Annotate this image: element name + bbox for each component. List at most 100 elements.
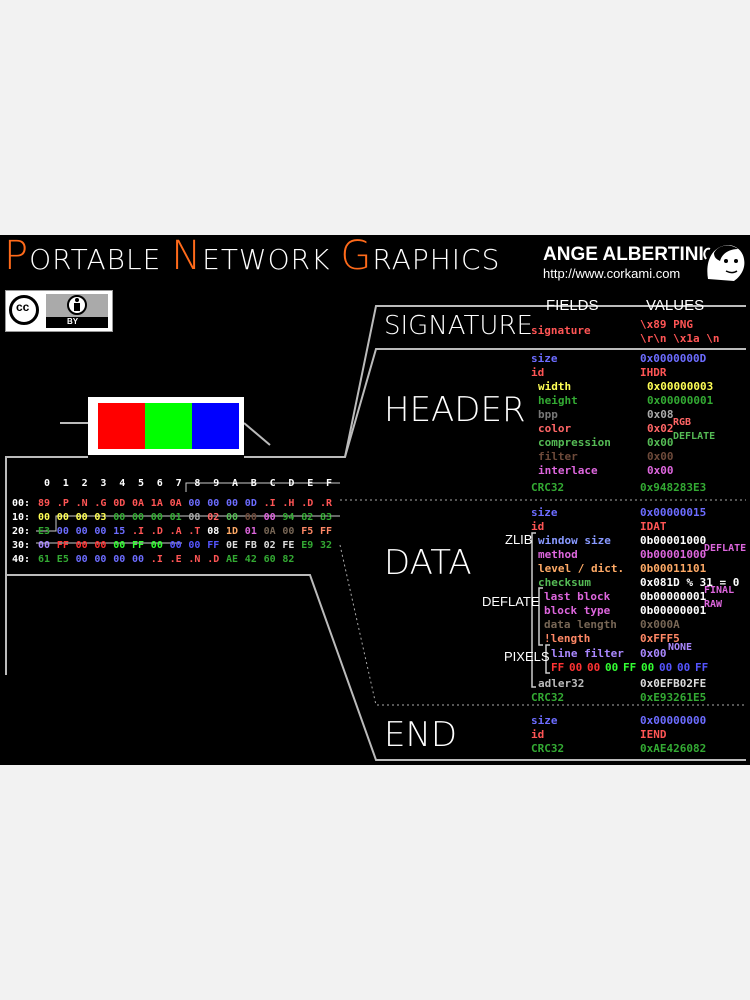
hexdump-column-header: 0	[44, 478, 51, 489]
author-url[interactable]: http://www.corkami.com	[543, 266, 681, 281]
field-label: adler32	[538, 677, 585, 690]
section-end: END	[384, 715, 458, 755]
field-value: 0b00000001	[640, 604, 707, 617]
field-value: 0x02	[647, 422, 674, 435]
hexdump-byte: .D	[207, 554, 220, 565]
hexdump-byte: 00	[38, 512, 51, 523]
group-deflate: DEFLATE	[482, 594, 540, 609]
hexdump-byte: 00	[38, 540, 51, 551]
hexdump-byte: .N	[75, 498, 88, 509]
cc-by-bar	[46, 317, 108, 328]
poster-title: PORTABLE NETWORK GRAPHICS	[4, 235, 500, 279]
hexdump-byte: 00	[188, 540, 201, 551]
hexdump-byte: 01	[169, 512, 182, 523]
cc-by-license-badge[interactable]: cc BY	[5, 290, 113, 332]
field-label: id	[531, 366, 545, 379]
field-label: interlace	[538, 464, 598, 477]
field-value: IHDR	[640, 366, 667, 379]
hexdump-byte: 00	[113, 512, 126, 523]
field-value: 0b00001000	[640, 534, 707, 547]
hexdump-byte: 00	[75, 554, 88, 565]
pixel-byte: FF	[551, 661, 565, 674]
title-word-portable: ORTABLE	[29, 243, 172, 276]
hexdump-column-header: 2	[81, 478, 88, 489]
pixel-byte: 00	[569, 661, 583, 674]
hexdump-byte: .D	[301, 498, 314, 509]
field-value: \x89 PNG	[640, 318, 693, 331]
field-value: 0x00000000	[640, 714, 707, 727]
field-label: checksum	[538, 576, 591, 589]
hexdump-byte: 00	[56, 512, 69, 523]
field-value: 0x08	[647, 408, 674, 421]
hexdump-byte: 00	[113, 554, 126, 565]
hexdump-byte: .R	[320, 498, 333, 509]
field-label: width	[538, 380, 572, 393]
attribution-body	[74, 303, 80, 311]
hexdump-column-header: 3	[100, 478, 107, 489]
field-value: \r\n \x1a \n	[640, 332, 720, 345]
pixel-byte: 00	[677, 661, 691, 674]
hexdump-byte: 08	[207, 526, 220, 537]
hexdump-byte: 32	[320, 540, 333, 551]
title-initial-n: N	[171, 235, 203, 279]
hexdump-byte: 60	[263, 554, 276, 565]
hexdump-column-header: F	[326, 478, 333, 489]
hexdump-byte: 00	[226, 512, 239, 523]
connector-lines	[5, 305, 746, 761]
hexdump-byte: .G	[94, 498, 107, 509]
hexdump-column-header: 6	[156, 478, 163, 489]
section-signature: SIGNATURE	[384, 311, 533, 341]
hexdump-column-header: 1	[62, 478, 69, 489]
hexdump-byte: 00	[113, 540, 126, 551]
pixel-byte: FF	[695, 661, 709, 674]
field-value: 0xAE426082	[640, 742, 707, 755]
hexdump-column-header: 7	[175, 478, 182, 489]
value-note: RGB	[673, 417, 692, 428]
field-value: 0x0EFB02FE	[640, 677, 707, 690]
field-label: size	[531, 506, 558, 519]
hexdump-byte: 00	[263, 512, 276, 523]
hexdump-byte: 0D	[113, 498, 126, 509]
hexdump-byte: 00	[56, 526, 69, 537]
hexdump-byte: .E	[169, 554, 182, 565]
hexdump-byte: .I	[263, 498, 276, 509]
field-value: 0x000A	[640, 618, 680, 631]
cc-by-label: BY	[67, 317, 79, 326]
hexdump-byte: FB	[244, 540, 257, 551]
field-label: color	[538, 422, 572, 435]
field-label: window size	[538, 534, 611, 547]
hexdump-byte: 00	[244, 512, 257, 523]
cc-icon-label: cc	[16, 300, 30, 314]
rgb-pixel-image	[88, 397, 244, 455]
hexdump-byte: FF	[56, 540, 69, 551]
hexdump-byte: 08	[188, 512, 201, 523]
field-value: 0x00	[647, 450, 674, 463]
author-portrait-icon	[703, 245, 745, 281]
hexdump-column-header: B	[250, 478, 257, 489]
field-label: id	[531, 728, 545, 741]
hexdump-byte: 0A	[263, 526, 276, 537]
field-value: 0x00000015	[640, 506, 707, 519]
hexdump-byte: 61	[38, 554, 51, 565]
field-value: 0b00000001	[640, 590, 707, 603]
hexdump-byte: .P	[56, 498, 69, 509]
hexdump-column-header: D	[288, 478, 295, 489]
hexdump-byte: FF	[132, 540, 145, 551]
field-value: 0x00000001	[647, 394, 714, 407]
hexdump-byte: 00	[169, 540, 182, 551]
hexdump-column-header: 8	[194, 478, 201, 489]
hexdump-row-offset: 30:	[12, 540, 31, 551]
field-label: level / dict.	[538, 562, 625, 575]
hexdump-row-offset: 00:	[12, 498, 31, 509]
values-column-header: VALUES	[646, 297, 705, 314]
hexdump-byte: 00	[132, 512, 145, 523]
field-value: IDAT	[640, 520, 667, 533]
pixel-byte: 00	[587, 661, 601, 674]
group-pixels: PIXELS	[504, 649, 550, 664]
hexdump-byte: 00	[150, 540, 163, 551]
field-label: size	[531, 352, 558, 365]
hexdump-row-offset: 40:	[12, 554, 31, 565]
field-label: block type	[544, 604, 611, 617]
hexdump-column-header: C	[269, 478, 276, 489]
hexdump-byte: FE	[282, 540, 295, 551]
